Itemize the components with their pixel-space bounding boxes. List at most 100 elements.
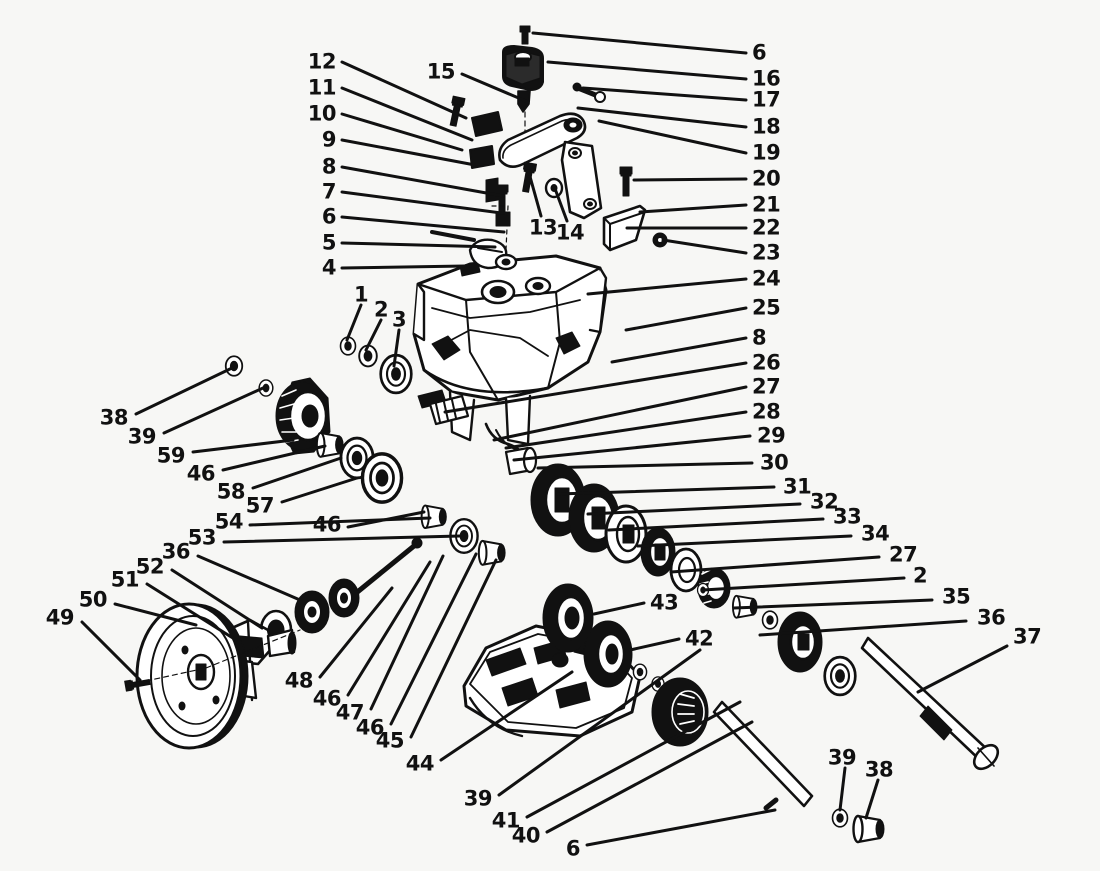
callout-number-19: 19 (752, 140, 781, 165)
leader-line-5 (340, 241, 497, 249)
callout-number-57: 57 (245, 493, 275, 518)
leader-line-51 (145, 582, 238, 642)
leader-line-39 (162, 386, 265, 435)
callout-number-25: 25 (752, 295, 781, 320)
leader-line-46 (221, 444, 327, 472)
callout-number-26: 26 (752, 350, 781, 375)
callout-number-13: 13 (528, 215, 558, 240)
callout-number-38: 38 (99, 405, 129, 430)
callout-number-6: 6 (565, 836, 581, 861)
callout-number-59: 59 (156, 443, 186, 468)
callout-number-42: 42 (685, 626, 714, 651)
callout-number-45: 45 (375, 728, 405, 753)
leader-line-12 (340, 60, 468, 120)
callout-number-40: 40 (511, 823, 541, 848)
leader-line-50 (113, 602, 198, 627)
callout-number-49: 49 (45, 605, 75, 630)
leader-line-49 (80, 620, 142, 682)
callout-number-20: 20 (752, 166, 781, 191)
callout-number-58: 58 (216, 479, 246, 504)
callout-number-5: 5 (321, 230, 337, 255)
leader-line-28 (504, 410, 748, 450)
callout-number-11: 11 (307, 75, 337, 100)
leader-line-38 (134, 366, 234, 416)
leader-line-19 (597, 119, 748, 155)
callout-number-43: 43 (650, 590, 679, 615)
callout-number-52: 52 (135, 554, 165, 579)
callout-number-34: 34 (861, 521, 890, 546)
leader-line-46 (346, 510, 426, 529)
leader-line-1 (345, 303, 363, 342)
callout-number-27: 27 (889, 542, 918, 567)
leader-line-39 (838, 766, 847, 812)
callout-number-14: 14 (555, 220, 585, 245)
callout-number-33: 33 (833, 504, 862, 529)
leader-line-2 (701, 576, 906, 592)
leader-line-37 (916, 644, 1009, 694)
leader-line-52 (170, 568, 264, 630)
callout-number-21: 21 (752, 192, 781, 217)
callout-number-12: 12 (307, 49, 337, 74)
leader-line-29 (512, 434, 752, 462)
callout-number-24: 24 (752, 266, 781, 291)
leader-line-10 (340, 112, 464, 152)
leader-line-32 (586, 502, 802, 516)
leader-line-6 (531, 31, 748, 55)
leader-line-59 (191, 438, 295, 454)
leader-line-16 (546, 60, 748, 81)
callout-number-7: 7 (321, 179, 337, 204)
callout-number-8: 8 (321, 154, 337, 179)
callout-number-36: 36 (161, 539, 191, 564)
callout-number-9: 9 (321, 127, 337, 152)
leader-line-35 (732, 598, 934, 610)
leader-line-9 (340, 138, 477, 167)
leader-line-15 (460, 72, 530, 104)
callout-number-54: 54 (214, 509, 244, 534)
leader-line-36 (758, 619, 968, 637)
callout-number-8: 8 (752, 325, 767, 350)
callout-number-16: 16 (752, 66, 781, 91)
callout-number-51: 51 (110, 567, 140, 592)
callout-number-41: 41 (491, 808, 521, 833)
leader-line-20 (632, 177, 748, 182)
leader-line-25 (624, 306, 748, 332)
leader-line-42 (628, 637, 681, 652)
leader-line-17 (581, 86, 748, 102)
leader-line-18 (576, 106, 748, 129)
callout-number-27: 27 (752, 374, 781, 399)
callout-number-38: 38 (864, 757, 894, 782)
callout-number-39: 39 (827, 745, 857, 770)
callout-number-46: 46 (186, 461, 216, 486)
leader-line-30 (536, 461, 754, 470)
leader-line-7 (340, 190, 511, 216)
callout-number-3: 3 (391, 307, 407, 332)
leader-line-13 (527, 171, 543, 218)
callout-number-31: 31 (783, 474, 812, 499)
callout-number-47: 47 (335, 700, 365, 725)
callout-number-10: 10 (307, 101, 337, 126)
callout-number-29: 29 (757, 423, 786, 448)
leader-line-43 (592, 601, 646, 616)
callout-number-50: 50 (78, 587, 108, 612)
callout-number-37: 37 (1013, 624, 1042, 649)
callout-number-39: 39 (463, 786, 493, 811)
leader-line-46 (389, 552, 478, 726)
callout-number-44: 44 (405, 751, 435, 776)
callout-number-36: 36 (977, 605, 1006, 630)
leader-line-6 (585, 808, 777, 847)
callout-number-48: 48 (284, 668, 314, 693)
callout-number-6: 6 (752, 40, 767, 65)
callout-number-30: 30 (760, 450, 789, 475)
leader-line-14 (552, 184, 569, 223)
callout-number-1: 1 (353, 282, 369, 307)
callout-number-23: 23 (752, 240, 781, 265)
callout-number-53: 53 (187, 525, 217, 550)
callout-number-2: 2 (913, 563, 928, 588)
leader-line-4 (340, 264, 467, 270)
callout-number-18: 18 (752, 114, 781, 139)
leader-line-39 (497, 648, 702, 797)
callout-number-46: 46 (312, 512, 342, 537)
callout-number-2: 2 (373, 297, 389, 322)
leader-line-2 (364, 318, 383, 352)
